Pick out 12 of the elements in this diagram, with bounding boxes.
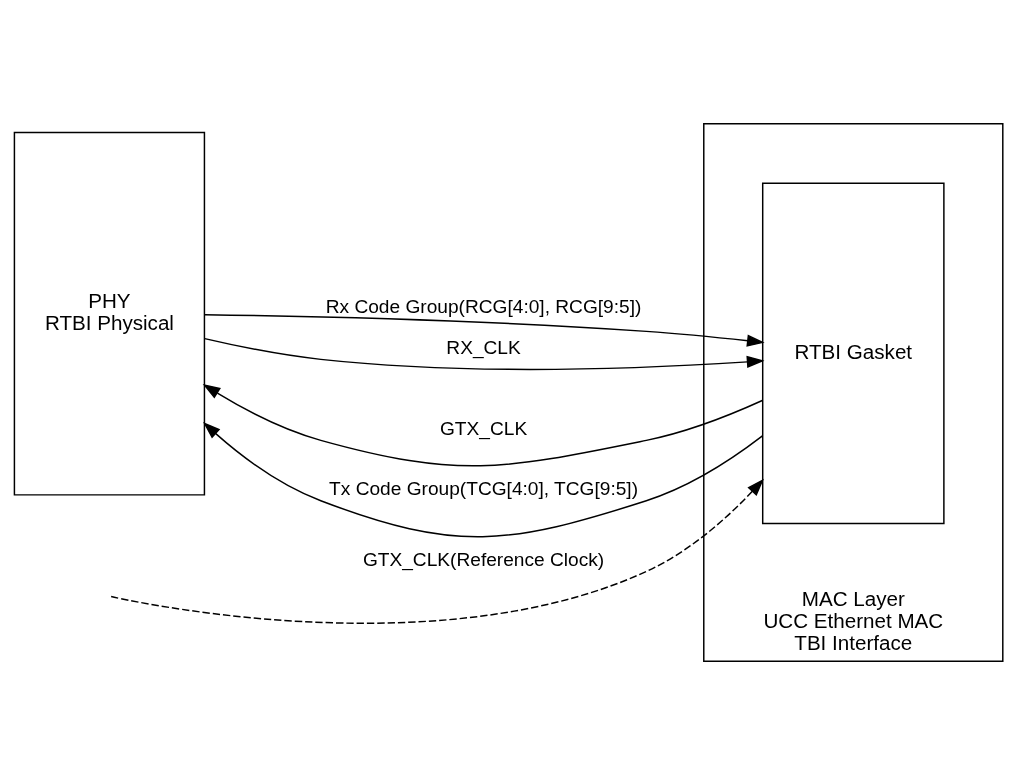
edge-label: Tx Code Group(TCG[4:0], TCG[9:5]) bbox=[329, 477, 639, 499]
node-box: RTBI Gasket bbox=[761, 182, 945, 524]
arrow bbox=[110, 478, 764, 624]
edge-label: GTX_CLK(Reference Clock) bbox=[362, 548, 605, 570]
arrow bbox=[203, 421, 764, 537]
node-box: PHY RTBI Physical bbox=[13, 131, 206, 496]
arrow bbox=[204, 337, 765, 370]
edge-label: Rx Code Group(RCG[4:0], RCG[9:5]) bbox=[325, 295, 642, 317]
edge-label: GTX_CLK bbox=[439, 417, 528, 439]
arrow bbox=[202, 383, 763, 466]
edge-label: RX_CLK bbox=[446, 336, 521, 358]
arrow bbox=[204, 313, 765, 347]
